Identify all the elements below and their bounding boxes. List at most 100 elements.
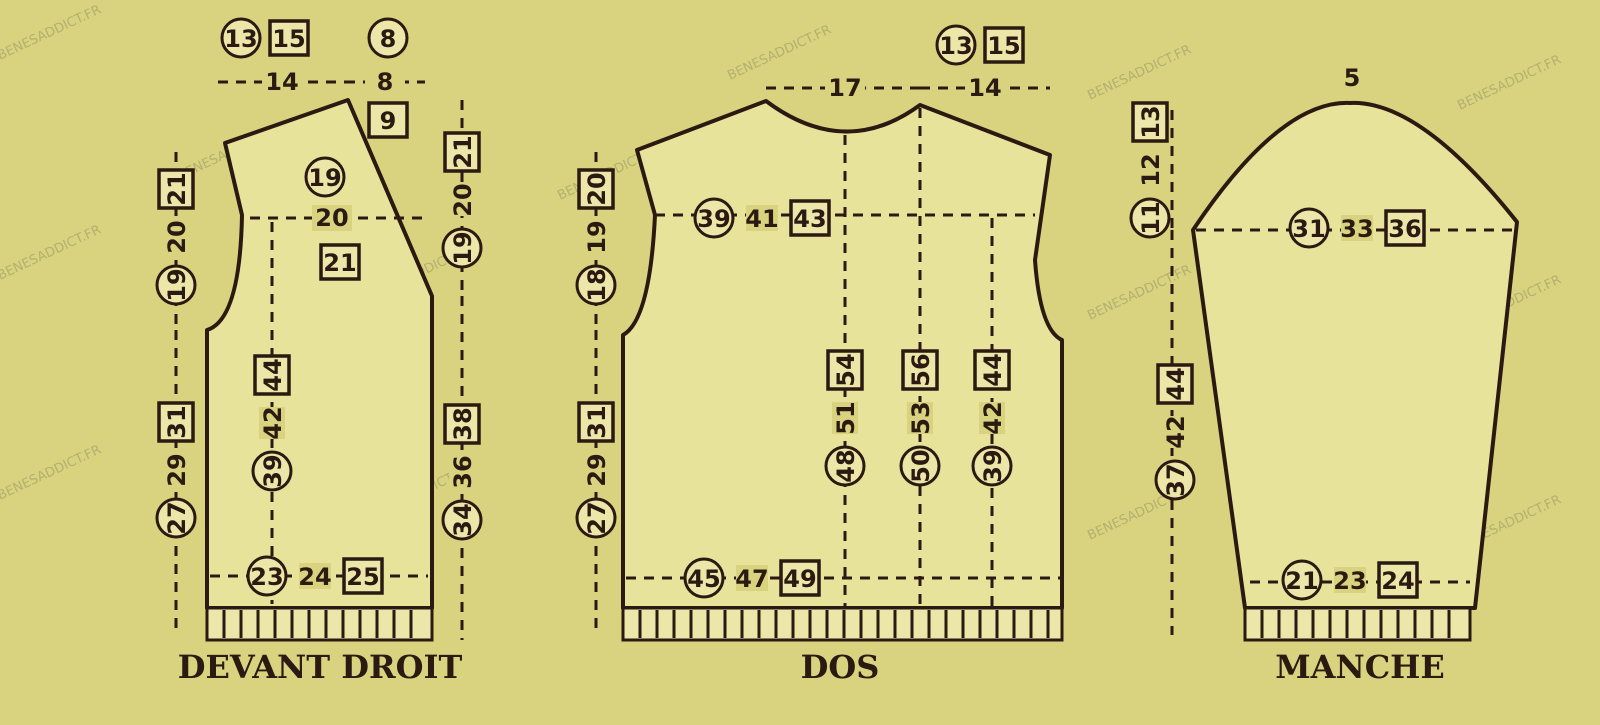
size-small-circle [251,450,293,492]
sleeve-upper-width-label: 31 33 36 [1288,207,1426,249]
back-neck-width: 17 [828,74,861,102]
front-neck-width: 8 [377,68,394,96]
size-large-box [779,559,821,597]
size-small-value: 19 [163,268,191,301]
back-title: DOS [801,648,880,686]
size-small-value: 27 [583,501,611,534]
size-medium-bg [1334,567,1366,593]
size-medium-bg [1137,154,1163,186]
size-small-circle [824,445,866,487]
size-medium-value: 42 [1162,415,1190,448]
size-large-box [268,19,310,57]
sleeve-outline [1191,100,1519,610]
size-small-circle [155,264,197,306]
size-large-box [973,349,1011,391]
size-large-box [789,199,831,237]
size-small-value: 39 [697,205,730,233]
size-medium-value: 12 [1137,153,1165,186]
size-small-circle [220,17,262,59]
size-large-box [901,349,939,391]
size-medium-bg [259,407,285,439]
size-small-circle [899,445,941,487]
front-neck-width-large: 9 [367,101,409,139]
size-small-value: 8 [380,25,397,53]
size-small-value: 45 [687,565,720,593]
back-shoulder-width-bg [965,74,1005,102]
size-small-circle [1281,559,1323,601]
size-large-box [342,557,384,595]
size-medium-value: 19 [583,220,611,253]
size-small-value: 37 [1162,463,1190,496]
size-small-circle [1154,459,1196,501]
back-shoulder-width: 14 [968,74,1001,102]
size-small-value: 31 [1292,215,1325,243]
size-medium-value: 24 [298,563,331,591]
size-medium-value: 29 [583,453,611,486]
size-small-circle [155,497,197,539]
size-large-box [577,401,615,443]
front-center-length-label: 39 42 44 [251,354,293,492]
front-ribbing [205,606,434,642]
size-small-value: 39 [259,454,287,487]
size-medium-bg [907,402,933,434]
size-small-value: 19 [308,164,341,192]
size-small-circle [935,24,977,66]
size-medium-bg [979,402,1005,434]
size-large-value: 15 [272,25,305,53]
front-shoulder-top-label: 13 15 [220,17,310,59]
size-small-value: 18 [583,268,611,301]
size-small-circle [246,555,288,597]
size-medium-value: 53 [907,401,935,434]
size-medium-value: 47 [735,565,768,593]
size-small-value: 39 [979,449,1007,482]
size-medium-value: 51 [832,401,860,434]
size-medium-value: 42 [259,406,287,439]
size-small-value: 19 [449,231,477,264]
size-small-value: 21 [1285,567,1318,595]
size-large-box [1131,101,1169,143]
size-small-circle [683,557,725,599]
front-neck-width-bg [365,68,405,96]
size-large-value: 36 [1388,215,1421,243]
front-title: DEVANT DROIT [178,648,463,686]
size-medium-bg [736,565,768,591]
size-small-circle [1129,197,1171,239]
size-small-value: 13 [224,25,257,53]
size-large-value: 43 [793,205,826,233]
size-medium-bg [449,184,475,216]
size-medium-value: 33 [1340,215,1373,243]
size-large-box [253,354,291,396]
size-large-value: 56 [907,353,935,386]
sleeve-cap-top: 5 [1344,64,1361,92]
sleeve-piece: MANCHE [1170,100,1519,686]
size-medium-value: 36 [449,455,477,488]
size-medium-bg [583,454,609,486]
size-small-circle [971,445,1013,487]
size-large-value: 44 [259,358,287,391]
size-small-value: 34 [449,503,477,536]
size-large-value: 15 [987,32,1020,60]
back-armhole-label: 18 19 20 [575,168,617,306]
size-large-value: 31 [583,405,611,438]
size-large-value: 20 [583,172,611,205]
size-medium-bg [832,402,858,434]
size-medium-bg [163,221,189,253]
size-small-circle [367,17,409,59]
size-medium-value: 20 [315,204,348,232]
size-medium-value: 29 [163,453,191,486]
size-small-value: 27 [163,501,191,534]
size-large-box [157,401,195,443]
size-large-value: 38 [449,407,477,440]
size-medium-bg [299,563,331,589]
size-large-value: 21 [449,135,477,168]
size-large-value: 44 [1162,367,1190,400]
back-side-label: 27 29 31 [575,401,617,539]
